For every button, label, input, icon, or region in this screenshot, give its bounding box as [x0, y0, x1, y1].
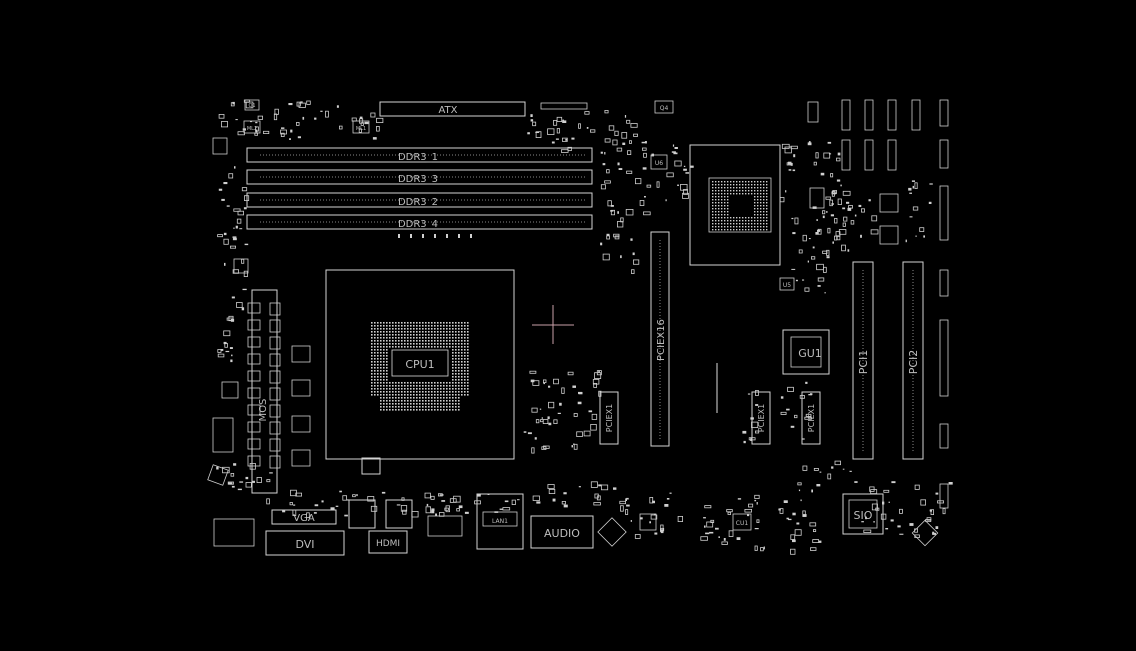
ddr-slot-1[interactable]: DDR3_1	[246, 147, 593, 163]
atx-label: ATX	[438, 105, 457, 116]
vrm-components	[247, 302, 311, 469]
smd-components	[216, 99, 953, 555]
audio-connector[interactable]: AUDIO	[530, 515, 594, 549]
audio-label: AUDIO	[544, 527, 580, 540]
cpu-label: CPU1	[405, 358, 434, 371]
pciex16-slot[interactable]: PCIEX16	[650, 231, 670, 447]
ddr-slot-1-label: DDR3_1	[398, 152, 438, 163]
ddr-slot-3[interactable]: DDR3_2	[246, 192, 593, 208]
vga-label: VGA	[293, 513, 315, 524]
mos-label: MOS	[258, 399, 269, 422]
ddr-slot-4-label: DDR3_4	[398, 219, 438, 230]
hdmi-label: HDMI	[376, 539, 400, 549]
q1-label: Q1	[248, 103, 255, 109]
cpu-pin-grid	[371, 322, 469, 411]
pci1-label: PCI1	[857, 350, 870, 375]
pciex1-b-label: PCIEX1	[757, 404, 766, 432]
hdmi-connector[interactable]: HDMI	[368, 530, 408, 554]
dvi-label: DVI	[295, 538, 314, 551]
pciex1-slot-b[interactable]: PCIEX1	[751, 391, 771, 445]
ddr-slot-2[interactable]: DDR3_3	[246, 169, 593, 185]
ddr-slot-2-label: DDR3_3	[398, 174, 438, 185]
pciex16-label: PCIEX16	[656, 319, 667, 361]
lan-usb-connector[interactable]: LAN1	[476, 493, 524, 550]
dvi-connector[interactable]: DVI	[265, 530, 345, 556]
sio-label: SIO	[854, 509, 873, 522]
pci-slot-2[interactable]: PCI2	[902, 261, 924, 460]
cpu-socket[interactable]: CPU1	[325, 269, 515, 460]
vga-connector[interactable]: VGA	[271, 509, 337, 525]
pciex1-slot-a[interactable]: PCIEX1	[599, 391, 619, 445]
gu1-label: GU1	[798, 347, 822, 360]
right-headers	[807, 99, 949, 509]
vrm-mos-area: MOS	[251, 289, 278, 494]
pciex1-a-label: PCIEX1	[605, 404, 614, 432]
u5-label: U5	[783, 282, 791, 289]
u6-label: U6	[655, 160, 663, 167]
ddr-slot-3-label: DDR3_2	[398, 197, 438, 208]
ml2-label: ML2	[247, 126, 257, 132]
sio-chip[interactable]: SIO	[842, 493, 884, 535]
chipset-ball-grid	[712, 181, 768, 231]
cu1-label: CU1	[736, 520, 749, 527]
pci2-label: PCI2	[907, 350, 920, 375]
ddr-slot-4[interactable]: DDR3_4	[246, 214, 593, 230]
atx-connector[interactable]: ATX	[379, 101, 526, 117]
ddr-pin-rows	[260, 154, 585, 223]
q4-label: Q4	[660, 105, 669, 112]
gu1-chip[interactable]: GU1	[782, 329, 830, 375]
pci-slot-1[interactable]: PCI1	[852, 261, 874, 460]
crosshair-marker	[532, 305, 574, 344]
lan1-label: LAN1	[492, 518, 508, 525]
chipset[interactable]	[689, 144, 781, 266]
